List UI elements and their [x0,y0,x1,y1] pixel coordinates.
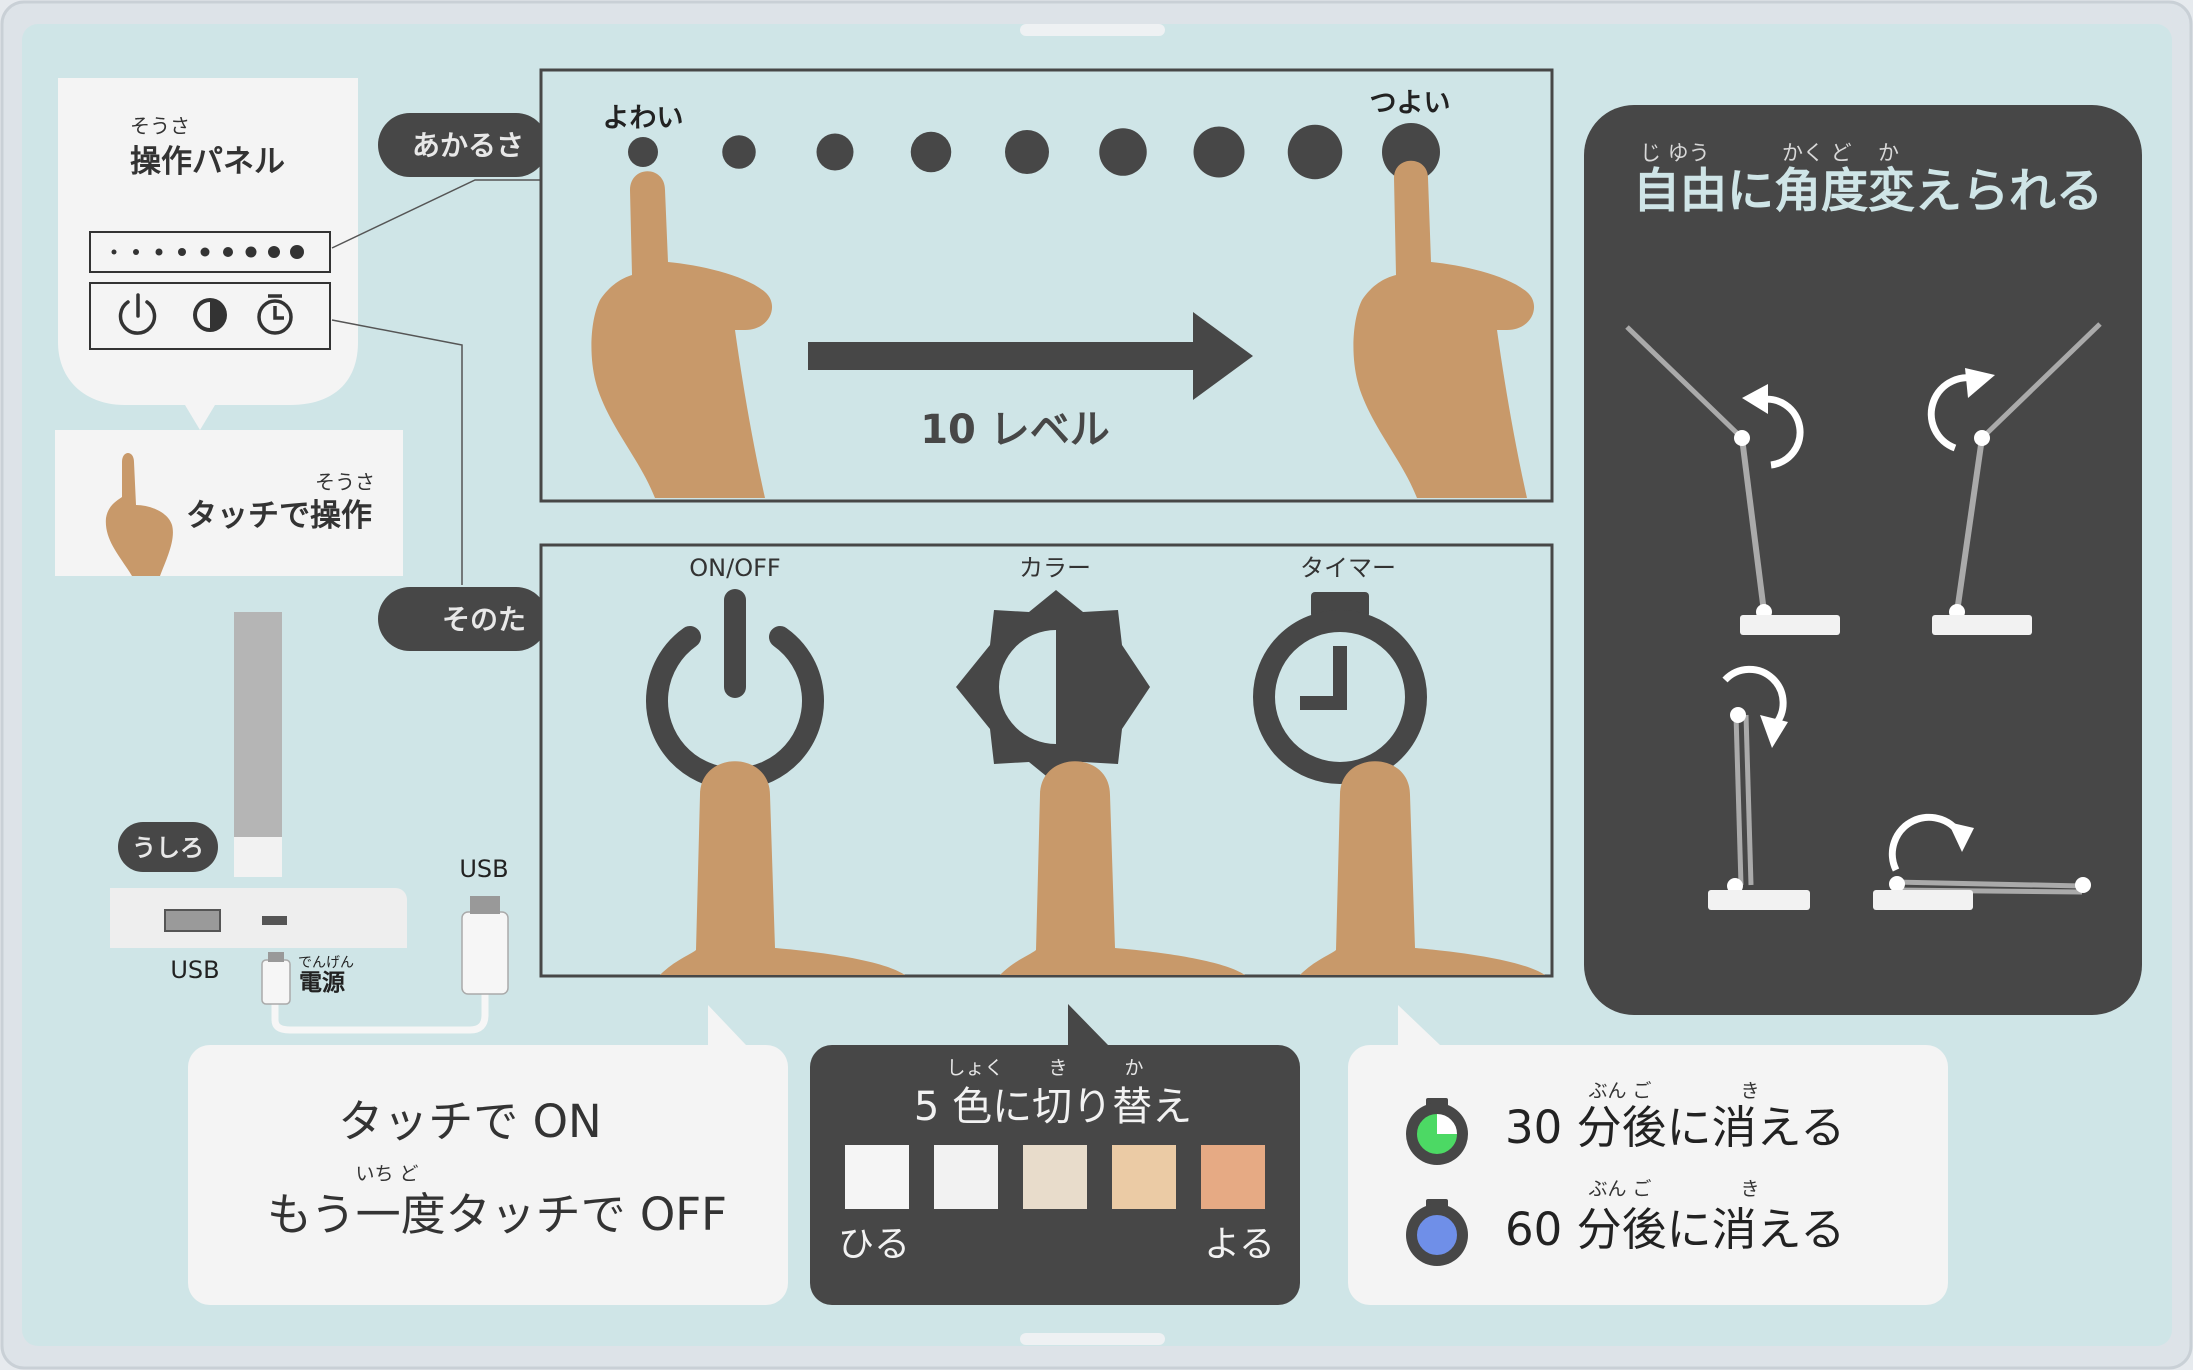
rotate-cw-icon [1927,368,1995,452]
control-panel-card: そうさ 操作パネル [58,78,358,430]
power-ruby: でんげん [298,955,354,971]
lamp-pose-1 [1625,325,1840,635]
color-swatch [845,1145,909,1209]
rotate-cw-icon-2 [1722,665,1788,748]
increase-arrow-icon [808,312,1253,400]
brightness-level-dot [1005,130,1049,174]
color-label: カラー [1019,554,1091,582]
tag-back: うしろ [118,822,218,872]
angle-ruby-3: か [1878,141,1899,165]
lamp-pose-4 [1873,813,2091,910]
brightness-weak-label: よわい [603,103,684,134]
weak-finger-icon [591,171,773,498]
angle-ruby-1: じ ゆう [1640,141,1710,165]
brightness-box: よわい つよい 10 レベル [539,68,1554,503]
lamp-base [110,888,407,948]
lamp-pose-3 [1708,665,1810,910]
color-ruby-2: き [1048,1057,1067,1079]
color-ruby-1: しょく [946,1057,1003,1079]
onoff-label: ON/OFF [689,554,780,582]
timer-label: タイマー [1300,554,1396,582]
color-toggle-icon [956,590,1150,784]
brightness-level-dot [1193,126,1245,178]
brightness-level-dot [816,133,854,171]
onoff-line1: タッチで ON [338,1095,601,1148]
brightness-level-dot [910,131,952,173]
brightness-level-dot [1099,128,1147,176]
timer-ruby-a-1: ぶん ご [1588,1080,1651,1102]
leader-lines [331,179,540,585]
brightness-level-dot [1382,123,1440,181]
brightness-strong-label: つよい [1370,88,1451,119]
touch-note: そうさ タッチで操作 [55,430,403,576]
panel-title: 操作パネル [130,144,285,180]
color-swatch [1112,1145,1176,1209]
brightness-level-dot [628,137,658,167]
tag-other: そのた [378,587,548,651]
strong-finger-icon [1353,160,1535,498]
angle-title: 自由に角度変えられる [1633,164,2103,219]
timer-icon [1253,592,1427,784]
timer-bubble: ぶん ご き 30 分後に消える ぶん ご き 60 分後に消える [1348,1005,1948,1305]
svg-text:あかるさ: あかるさ [412,129,524,162]
rotate-cw-icon-3 [1888,813,1974,872]
color-night-label: よる [1204,1224,1275,1265]
frame-notch-bottom [1020,1333,1165,1345]
color-swatch [1023,1145,1087,1209]
timer-ruby-a-2: ぶん ご [1588,1178,1651,1200]
usb-plug-label: USB [459,855,508,883]
power-port [262,916,287,925]
timer-60-icon [1406,1199,1468,1266]
tag-brightness: あかるさ [378,113,548,177]
svg-text:うしろ: うしろ [132,834,204,862]
panel-color-icon [193,298,227,332]
color-swatches [845,1145,1265,1209]
onoff-bubble: タッチで ON いち ど もう一度タッチで OFF [188,1005,788,1305]
angle-panel: じ ゆう かく ど か 自由に角度変えられる [1584,105,2142,1015]
touch-note-finger-icon [105,453,173,576]
lamp-back-view: うしろ USB でんげん 電源 USB [110,612,509,1034]
color-swatch [934,1145,998,1209]
panel-title-ruby: そうさ [130,114,190,138]
onoff-finger-icon [660,761,905,975]
timer-ruby-b-1: き [1740,1080,1759,1102]
touch-note-ruby: そうさ [315,470,375,494]
panel-brightness-strip [89,231,331,273]
timer-line1: 30 分後に消える [1505,1101,1845,1154]
color-day-label: ひる [838,1224,910,1265]
panel-timer-icon [257,294,293,335]
lamp-pose-2 [1927,322,2102,635]
timer-ruby-b-2: き [1740,1178,1759,1200]
angle-ruby-2: かく ど [1782,141,1852,165]
panel-power-icon [118,293,157,335]
onoff-line2: もう一度タッチで OFF [267,1188,727,1241]
onoff-ruby: いち ど [355,1163,418,1185]
color-swatch [1201,1145,1265,1209]
levels-label: 10 レベル [920,407,1110,453]
brightness-level-dot [722,135,756,169]
svg-text:そのた: そのた [442,603,526,636]
rotate-ccw-icon [1742,384,1804,469]
timer-finger-icon [1300,761,1545,975]
color-title: 5 色に切り替え [914,1084,1192,1130]
brightness-level-dots [628,123,1440,181]
usb-cable [261,896,509,1034]
color-finger-icon [1000,761,1245,975]
timer-line2: 60 分後に消える [1505,1203,1845,1256]
touch-note-label: タッチで操作 [186,498,372,534]
lamp-stem [234,612,282,837]
usb-port-label: USB [170,956,219,984]
usb-port [164,909,221,932]
color-bubble: しょく き か 5 色に切り替え ひる よる [810,1004,1300,1305]
panel-brightness-dots [111,245,304,259]
frame-notch-top [1020,24,1165,36]
brightness-level-dot [1287,124,1343,180]
timer-30-icon [1406,1098,1468,1165]
power-label: 電源 [299,970,345,996]
other-controls-box: ON/OFF カラー タイマー [539,543,1554,978]
panel-button-strip [89,282,331,350]
color-ruby-3: か [1124,1057,1143,1079]
